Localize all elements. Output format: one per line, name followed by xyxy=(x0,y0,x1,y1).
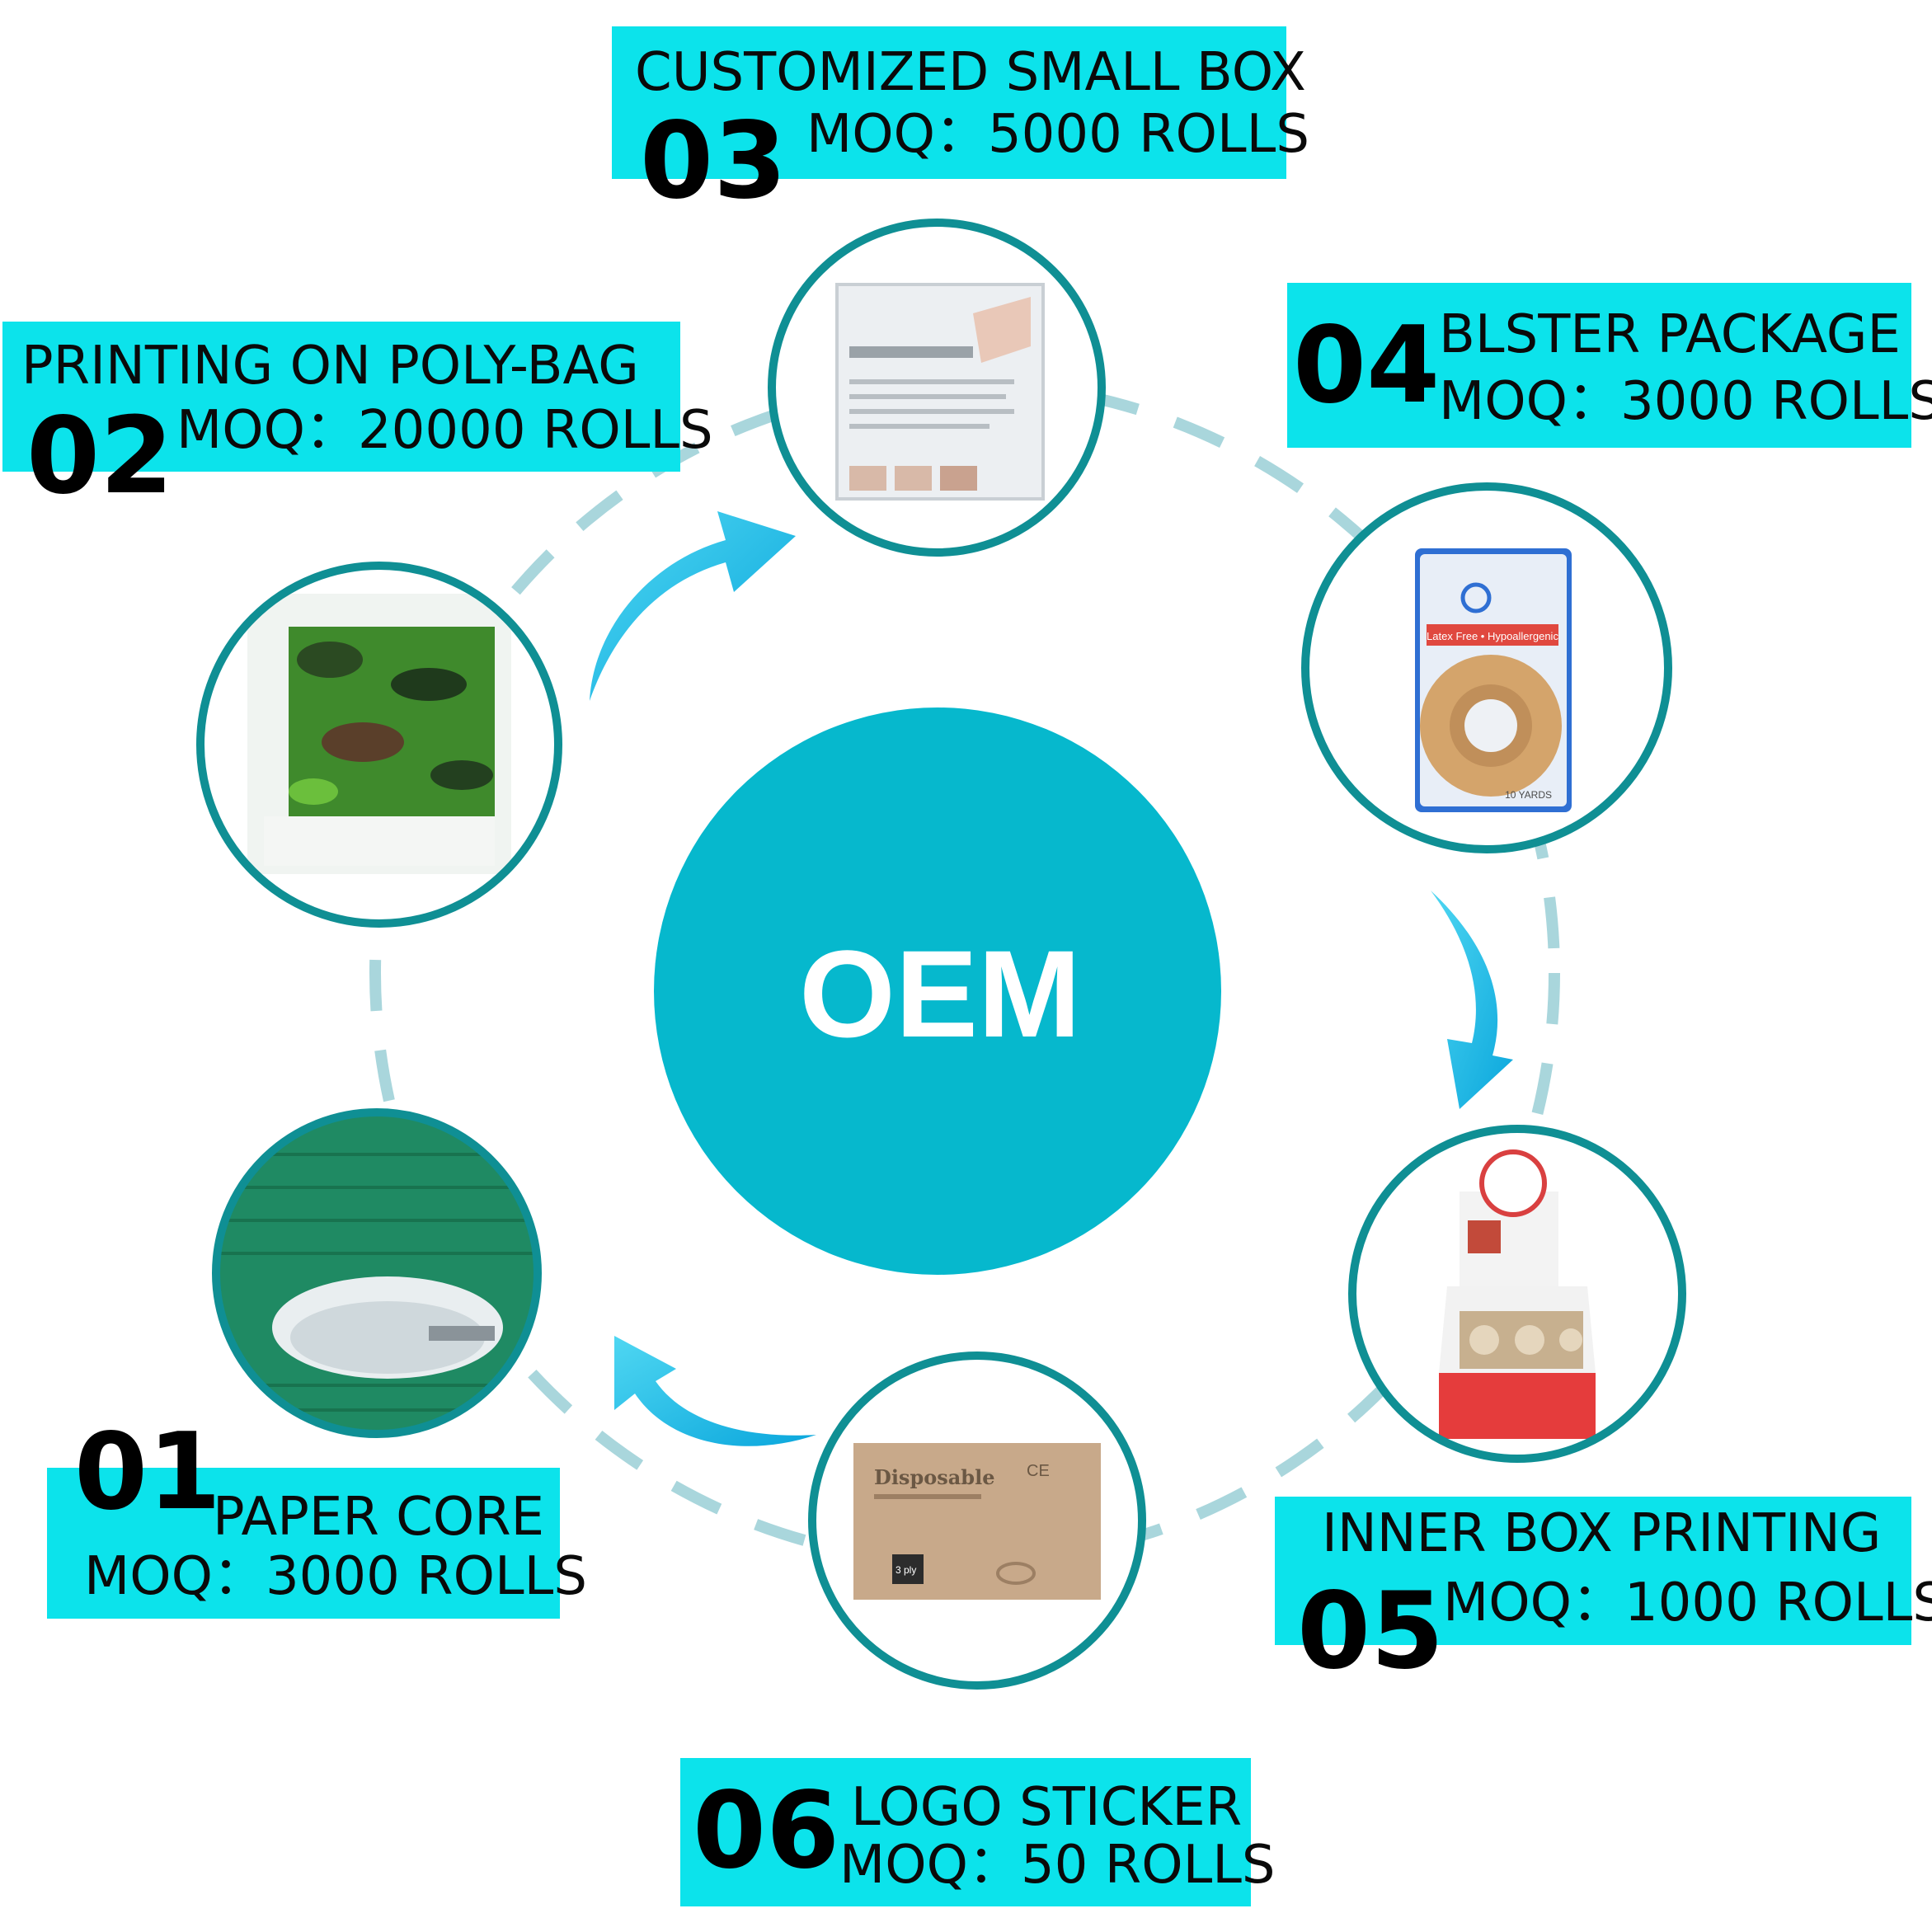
step-01-moq: MOQ：3000 ROLLS xyxy=(84,1546,587,1607)
arrow-icon xyxy=(614,1336,816,1446)
photo-inner-box xyxy=(1348,1125,1686,1463)
step-05-moq: MOQ：1000 ROLLS xyxy=(1443,1572,1932,1634)
step-01-title: PAPER CORE xyxy=(213,1487,545,1548)
step-02-box xyxy=(2,322,680,472)
step-04-title: BLSTER PACKAGE xyxy=(1439,304,1901,365)
step-02-moq: MOQ：20000 ROLLS xyxy=(176,400,713,461)
photo-paper-core xyxy=(212,1108,542,1438)
photo-logo-sticker: Disposable CE 3 ply xyxy=(808,1351,1146,1690)
step-02-number: 02 xyxy=(26,395,174,518)
step-01-number: 01 xyxy=(74,1411,222,1534)
photo-blister-package: Latex Free • Hypoallergenic 10 YARDS xyxy=(1301,482,1672,853)
step-03-title: CUSTOMIZED SMALL BOX xyxy=(635,42,1306,103)
sticker-ce-text: CE xyxy=(1027,1462,1050,1480)
sticker-brand-text: Disposable xyxy=(874,1465,994,1489)
photo-small-box xyxy=(768,219,1106,557)
step-03-box xyxy=(612,26,1286,179)
step-03-moq: MOQ：5000 ROLLS xyxy=(806,104,1309,165)
step-06-moq: MOQ：50 ROLLS xyxy=(839,1835,1276,1896)
step-03-number: 03 xyxy=(640,100,787,223)
center-circle xyxy=(654,707,1221,1275)
step-01-box xyxy=(47,1468,560,1619)
step-05-box xyxy=(1275,1497,1911,1645)
step-05-number: 05 xyxy=(1297,1570,1445,1693)
arrow-icon xyxy=(1431,891,1513,1109)
step-06-box xyxy=(680,1758,1251,1906)
step-06-title: LOGO STICKER xyxy=(851,1777,1243,1838)
blister-banner-text: Latex Free • Hypoallergenic xyxy=(1427,630,1558,642)
blister-yards-text: 10 YARDS xyxy=(1505,789,1552,801)
step-02-title: PRINTING ON POLY-BAG xyxy=(21,336,639,397)
photo-poly-bag xyxy=(196,562,562,928)
step-04-number: 04 xyxy=(1293,304,1441,427)
step-05-title: INNER BOX PRINTING xyxy=(1322,1503,1882,1564)
step-04-moq: MOQ：3000 ROLLS xyxy=(1439,371,1932,432)
center-label: OEM xyxy=(799,924,1081,1063)
arrow-icon xyxy=(590,511,796,701)
sticker-ply-text: 3 ply xyxy=(895,1564,916,1576)
step-04-box xyxy=(1287,283,1911,448)
step-06-number: 06 xyxy=(693,1770,840,1892)
